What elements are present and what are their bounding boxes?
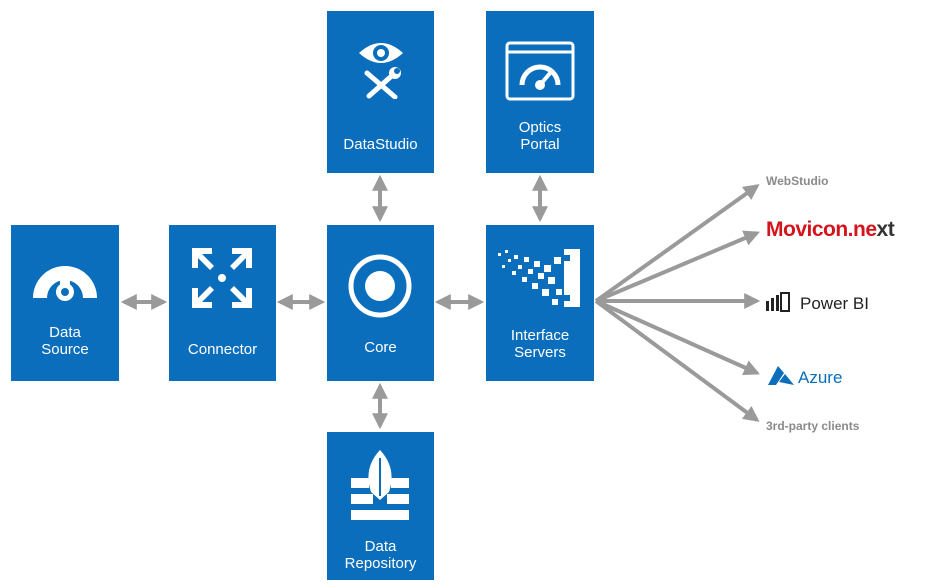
powerbi-label: Power BI [800, 294, 869, 313]
arrow-to-movicon [595, 230, 760, 303]
client-powerbi: Power BI [764, 291, 869, 314]
data-repository-box[interactable]: Data Repository [327, 432, 434, 580]
leaf-stack-icon [351, 450, 409, 520]
optics-portal-label: Optics Portal [518, 119, 562, 153]
azure-icon [768, 366, 794, 385]
arrow-to-thirdparty [594, 299, 760, 422]
gauge-window-icon [505, 41, 575, 101]
arrow-to-webstudio [594, 184, 760, 303]
expand-arrows-icon [192, 248, 252, 308]
datastudio-box[interactable]: DataStudio [327, 11, 434, 173]
movicon-logo-suffix: xt [876, 218, 895, 241]
movicon-logo-text: Movicon.ne [766, 218, 877, 241]
azure-label: Azure [798, 368, 843, 387]
powerbi-icon [766, 292, 790, 312]
pixel-wall-icon [498, 249, 580, 307]
data-source-box[interactable]: Data Source [11, 225, 119, 381]
connector-box[interactable]: Connector [169, 225, 276, 381]
data-source-label: Data Source [41, 324, 89, 358]
interface-servers-label: Interface Servers [510, 327, 570, 361]
connector-label: Connector [187, 341, 258, 358]
eye-tools-icon [359, 43, 403, 99]
interface-servers-box[interactable]: Interface Servers [486, 225, 594, 381]
client-webstudio: WebStudio [766, 174, 829, 188]
gauge-icon [33, 266, 97, 301]
optics-portal-box[interactable]: Optics Portal [486, 11, 594, 173]
core-box[interactable]: Core [327, 225, 434, 381]
client-thirdparty: 3rd-party clients [766, 419, 860, 433]
target-icon [348, 254, 412, 318]
datastudio-label: DataStudio [343, 136, 418, 153]
core-label: Core [364, 339, 397, 356]
client-azure: Azure [766, 365, 842, 388]
client-movicon-logo: Movicon.next [766, 218, 895, 242]
data-repository-label: Data Repository [344, 538, 417, 572]
arrow-to-azure [595, 299, 760, 376]
